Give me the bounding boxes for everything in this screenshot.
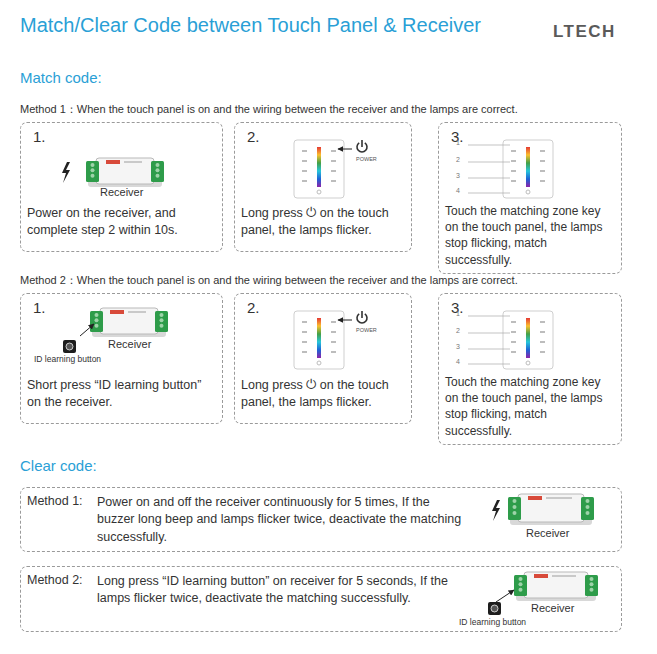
zone-number: 4	[456, 187, 460, 195]
part-name: ID learning button	[34, 355, 101, 365]
touch-panel-picture	[294, 311, 344, 369]
touch-panel-picture	[294, 140, 344, 198]
step-description: Touch the matching zone key on the touch…	[445, 374, 617, 439]
part-name: Receiver	[526, 527, 569, 540]
step-number: 1.	[33, 128, 46, 145]
zone-number: 2	[456, 327, 460, 335]
step-box: 2. Long press ⏻ on the touch panel, the l…	[234, 122, 412, 252]
section-heading: Clear code:	[20, 457, 97, 474]
leader-line	[468, 145, 510, 146]
step-box: 3.Touch the matching zone key on the tou…	[438, 293, 622, 445]
leader-line	[468, 333, 510, 334]
step-description: Long press “ID learning button” on recei…	[97, 573, 467, 608]
pointer-arrow	[496, 590, 514, 602]
part-name: POWER	[356, 327, 377, 333]
step-description: Long press ⏻ on the touch panel, the lam…	[241, 377, 407, 411]
pointer-arrow	[338, 149, 352, 150]
leader-line	[468, 178, 510, 179]
touch-panel-picture	[503, 311, 553, 369]
id-button	[488, 602, 501, 615]
zone-number: 1	[456, 139, 460, 147]
power-icon	[356, 311, 368, 324]
method-condition: Method 2：When the touch panel is on and …	[20, 274, 518, 287]
zone-number: 4	[456, 358, 460, 366]
receiver-picture	[508, 494, 594, 525]
part-name: Receiver	[100, 186, 143, 199]
step-number: 2.	[247, 299, 260, 316]
receiver-picture	[90, 308, 168, 337]
method-box: Method 2: Long press “ID learning button”…	[20, 566, 622, 632]
step-box: 3.Touch the matching zone key on the tou…	[438, 122, 622, 274]
receiver-picture	[514, 572, 598, 601]
section-heading: Match code:	[20, 69, 102, 86]
zone-number: 3	[456, 343, 460, 351]
pointer-arrow	[338, 320, 352, 321]
step-box: 2. Long press ⏻ on the touch panel, the l…	[234, 293, 412, 424]
receiver-picture	[86, 158, 164, 187]
part-name: Receiver	[108, 338, 151, 351]
part-name: POWER	[356, 156, 377, 162]
page-title: Match/Clear Code between Touch Panel & R…	[20, 14, 481, 37]
method-box: Method 1: Power on and off the receiver c…	[20, 487, 622, 552]
part-name: Receiver	[531, 602, 574, 615]
leader-line	[468, 316, 510, 317]
method-name: Method 1:	[27, 494, 83, 508]
zone-number: 3	[456, 172, 460, 180]
step-number: 1.	[33, 299, 46, 316]
id-button	[63, 340, 76, 353]
power-bolt	[62, 162, 70, 183]
brand-logo: LTECH	[553, 22, 616, 42]
step-description: Power on the receiver, and complete step…	[27, 205, 218, 239]
method-condition: Method 1：When the touch panel is on and …	[20, 103, 518, 116]
step-description: Power on and off the receiver continuous…	[97, 494, 467, 546]
pointer-arrow	[80, 324, 94, 336]
zone-number: 2	[456, 156, 460, 164]
method-name: Method 2:	[27, 573, 83, 587]
step-description: Long press ⏻ on the touch panel, the lam…	[241, 205, 407, 239]
leader-line	[468, 162, 510, 163]
leader-line	[468, 193, 510, 194]
step-description: Touch the matching zone key on the touch…	[445, 203, 617, 268]
part-name: ID learning button	[459, 618, 526, 628]
touch-panel-picture	[503, 140, 553, 198]
zone-number: 1	[456, 310, 460, 318]
power-icon	[356, 140, 368, 153]
leader-line	[468, 349, 510, 350]
step-description: Short press “ID learning button” on the …	[27, 377, 218, 411]
power-bolt	[492, 500, 500, 521]
leader-line	[468, 364, 510, 365]
step-number: 2.	[247, 128, 260, 145]
